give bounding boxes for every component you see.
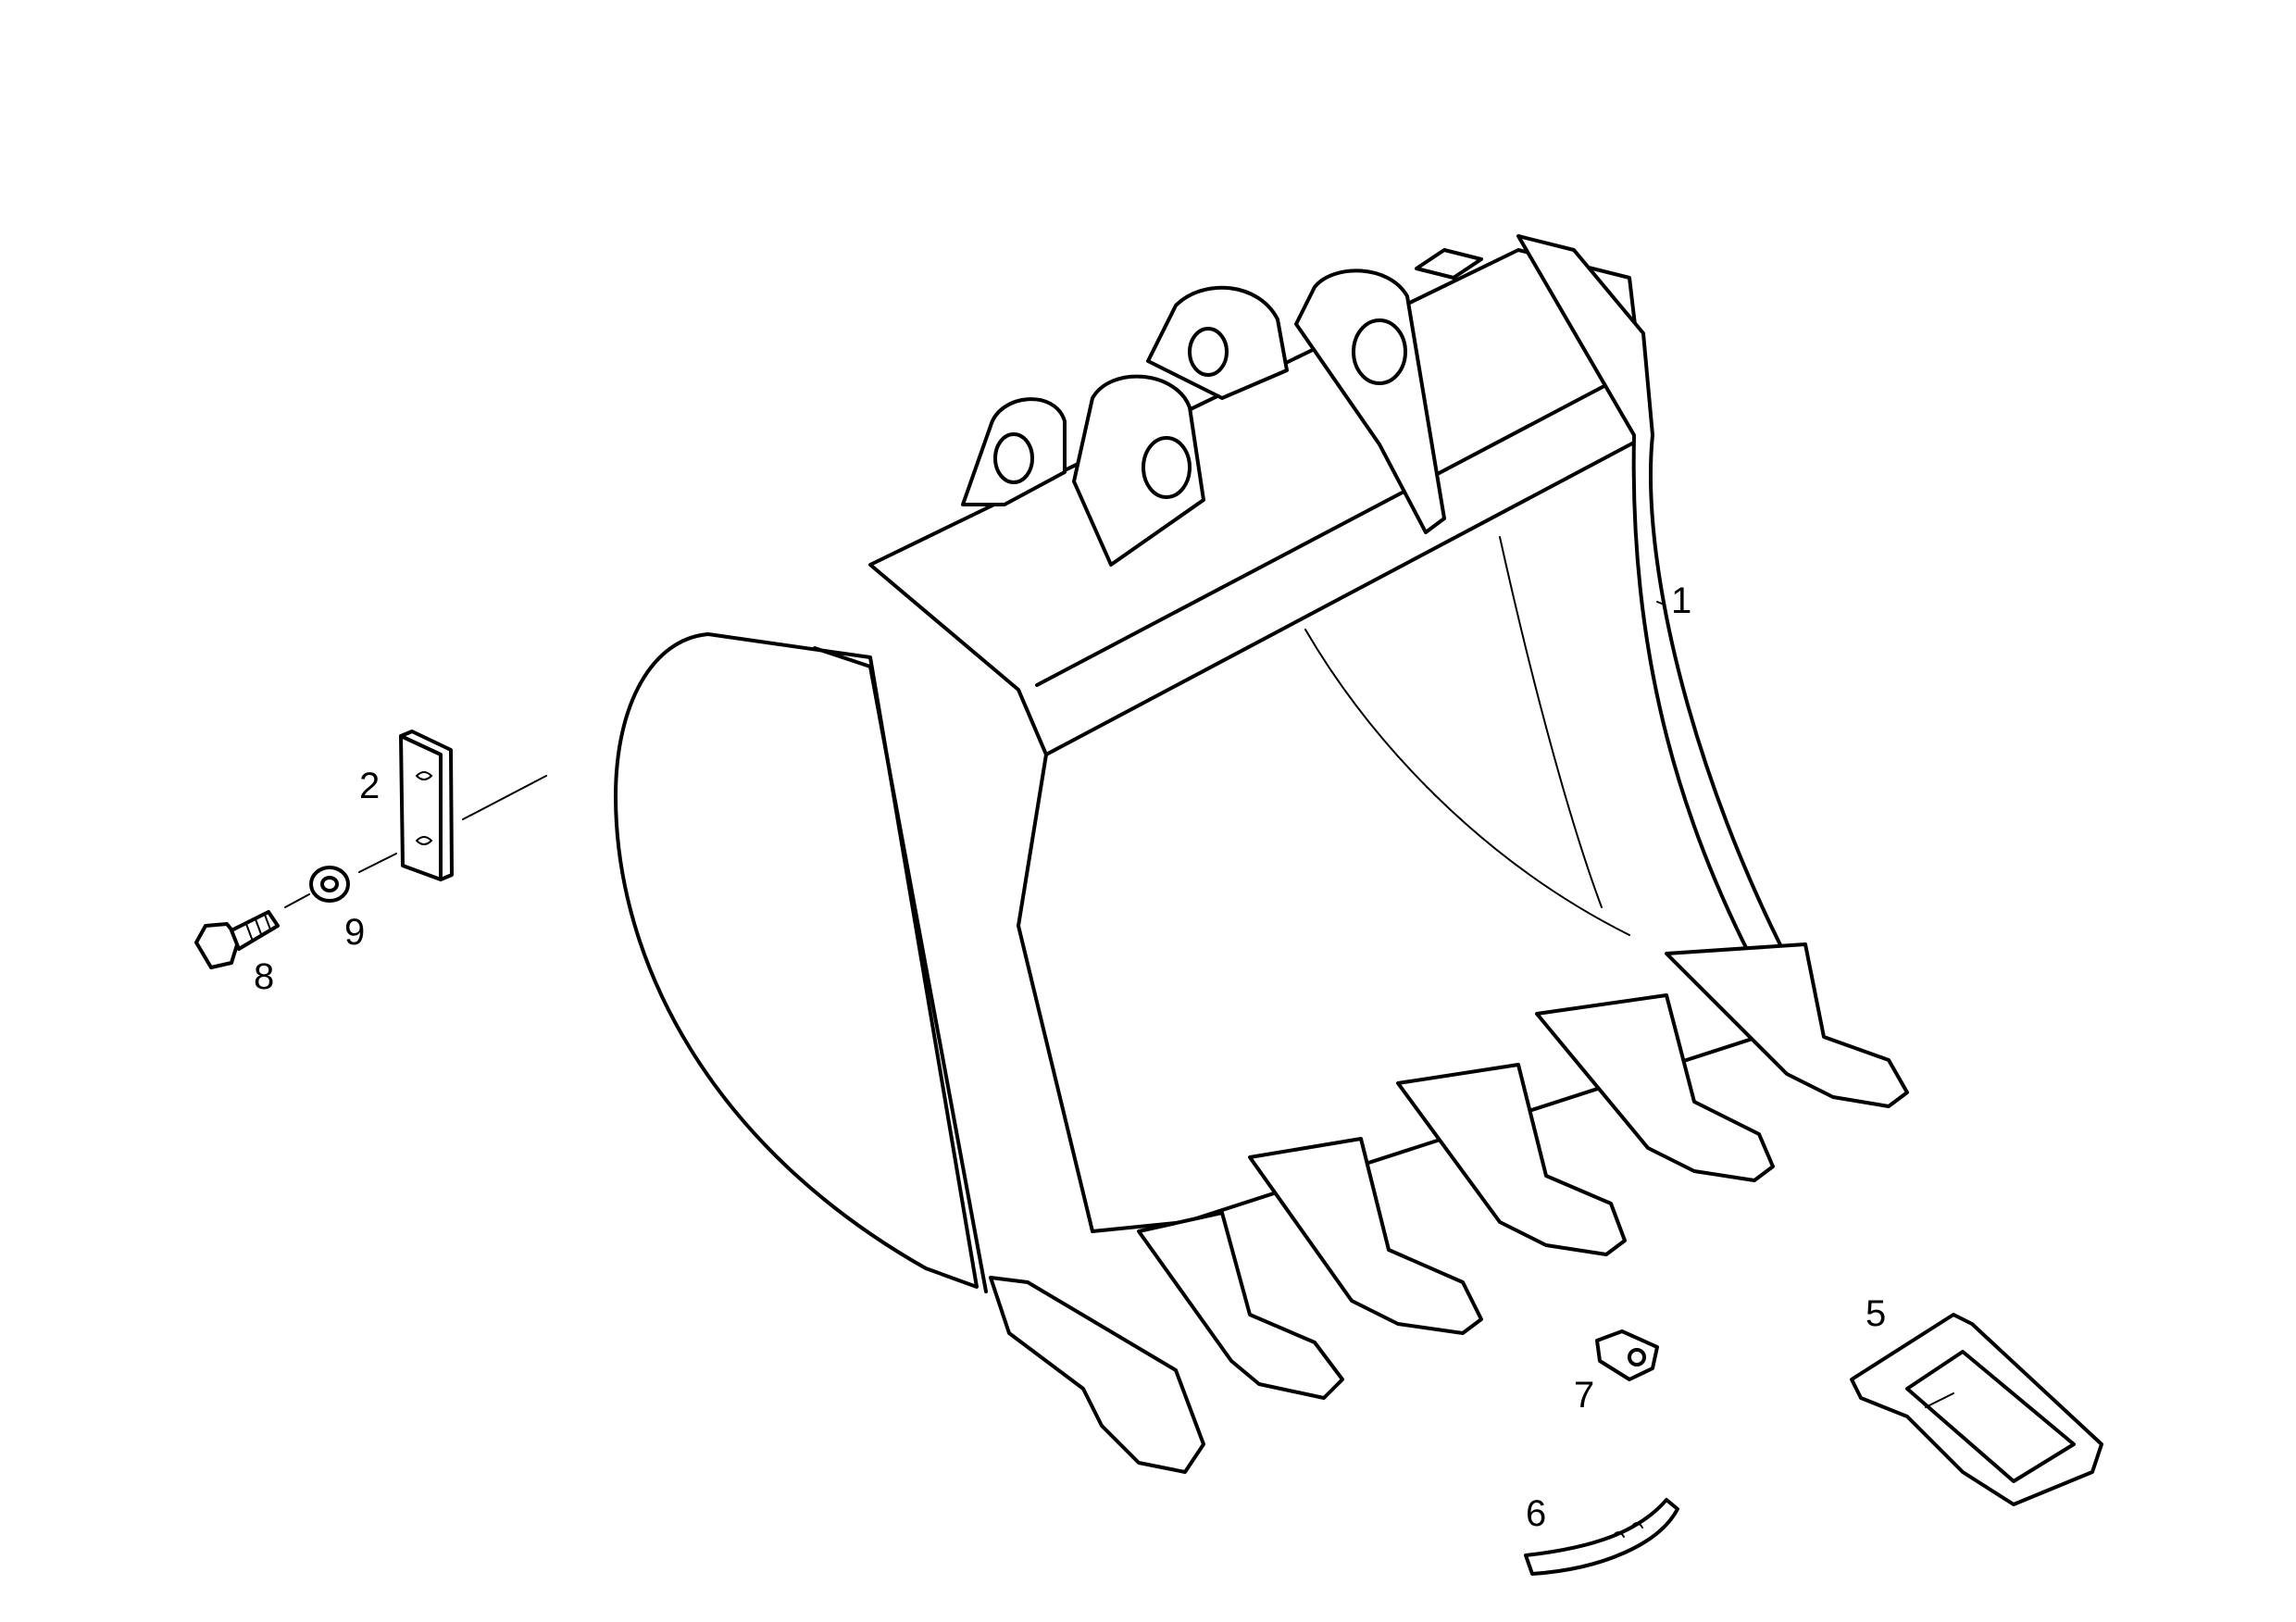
mounting-ear-4 — [1294, 268, 1446, 534]
bucket-inner-curve — [1304, 629, 1630, 936]
ear-hole-2 — [1142, 436, 1192, 499]
tooth-4 — [1535, 993, 1775, 1182]
bucket-assembly — [614, 234, 1909, 1474]
mounting-ears — [961, 248, 1483, 567]
callout-2: 2 — [359, 766, 380, 806]
plate-body — [399, 730, 454, 881]
part-9-washer — [309, 853, 397, 903]
tooth-tip-body — [1850, 1313, 2103, 1506]
mounting-ear-2 — [1072, 374, 1205, 567]
mounting-ear-5 — [1415, 248, 1483, 280]
bucket-front-lip — [1017, 753, 1789, 1233]
plate-thickness-edge — [399, 734, 443, 881]
part-6-pin — [1524, 1498, 1679, 1576]
tooth-tip-facet — [1905, 1350, 2076, 1483]
lock-knob — [1628, 1348, 1646, 1366]
part-7-lock — [1595, 1329, 1659, 1381]
pin-notches — [1612, 1522, 1643, 1538]
plate-hole-lower — [416, 836, 433, 845]
tooth-3 — [1396, 1063, 1627, 1256]
ear-hole-3 — [1188, 327, 1229, 377]
mounting-ear-1 — [961, 397, 1067, 506]
callout-9: 9 — [344, 912, 365, 953]
bolt-shank — [230, 910, 280, 951]
bucket-teeth — [989, 942, 1909, 1474]
plate-hole-upper — [416, 771, 433, 780]
tooth-1 — [1137, 1211, 1344, 1400]
callout-1-leader — [1656, 601, 1663, 605]
bolt-thread — [245, 914, 271, 940]
tooth-5 — [1665, 942, 1909, 1108]
bucket-crossbar-line — [1035, 368, 1636, 687]
tooth-tip-slot — [1925, 1392, 1954, 1408]
corner-adapter-left — [989, 1276, 1205, 1474]
ear-hole-1 — [993, 432, 1034, 484]
bucket-left-side-shell — [614, 632, 979, 1289]
lock-body — [1595, 1329, 1659, 1381]
callout-labels: 1 2 5 6 7 8 9 — [254, 580, 1886, 1534]
washer-leader-line — [358, 853, 397, 873]
tooth-2 — [1248, 1137, 1483, 1335]
callout-5: 5 — [1866, 1293, 1886, 1334]
washer-inner — [320, 876, 339, 892]
bucket-inner-ridge — [1499, 536, 1603, 908]
part-2-plate — [399, 730, 547, 881]
ear-hole-4 — [1352, 318, 1407, 385]
callout-8: 8 — [254, 956, 274, 997]
callout-1: 1 — [1671, 580, 1691, 621]
bucket-left-side-edge — [813, 646, 988, 1293]
part-8-bolt — [194, 893, 310, 969]
bolt-leader-line — [284, 893, 310, 908]
callout-6: 6 — [1526, 1493, 1546, 1534]
mounting-ear-3 — [1146, 285, 1289, 400]
plate-leader-line — [462, 775, 547, 820]
callout-7: 7 — [1574, 1375, 1594, 1416]
part-5-tooth-tip — [1850, 1313, 2103, 1506]
pin-body — [1524, 1498, 1679, 1576]
washer-outer — [309, 866, 350, 903]
